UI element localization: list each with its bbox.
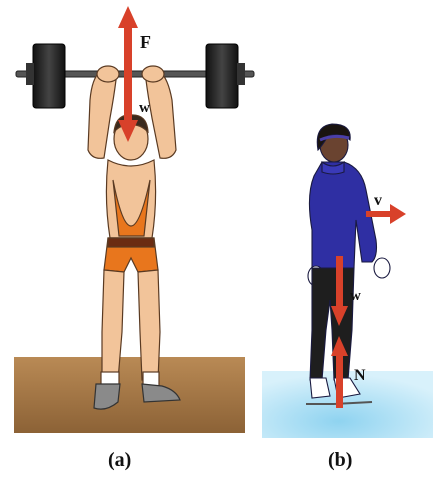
floor <box>14 357 245 433</box>
normal-label-N: N <box>354 367 366 384</box>
caption-a: (a) <box>108 449 131 471</box>
force-label-F: F <box>140 32 151 52</box>
weight-label-b: w <box>350 288 361 304</box>
panel-a: F w (a) <box>14 6 254 471</box>
velocity-label-v: v <box>374 192 382 209</box>
force-arrow-F <box>118 6 138 94</box>
panel-b: v w N (b) <box>262 124 433 471</box>
barbell <box>16 44 254 108</box>
ice-skater <box>306 124 390 404</box>
caption-b: (b) <box>328 449 352 471</box>
weight-label-a: w <box>139 100 150 116</box>
